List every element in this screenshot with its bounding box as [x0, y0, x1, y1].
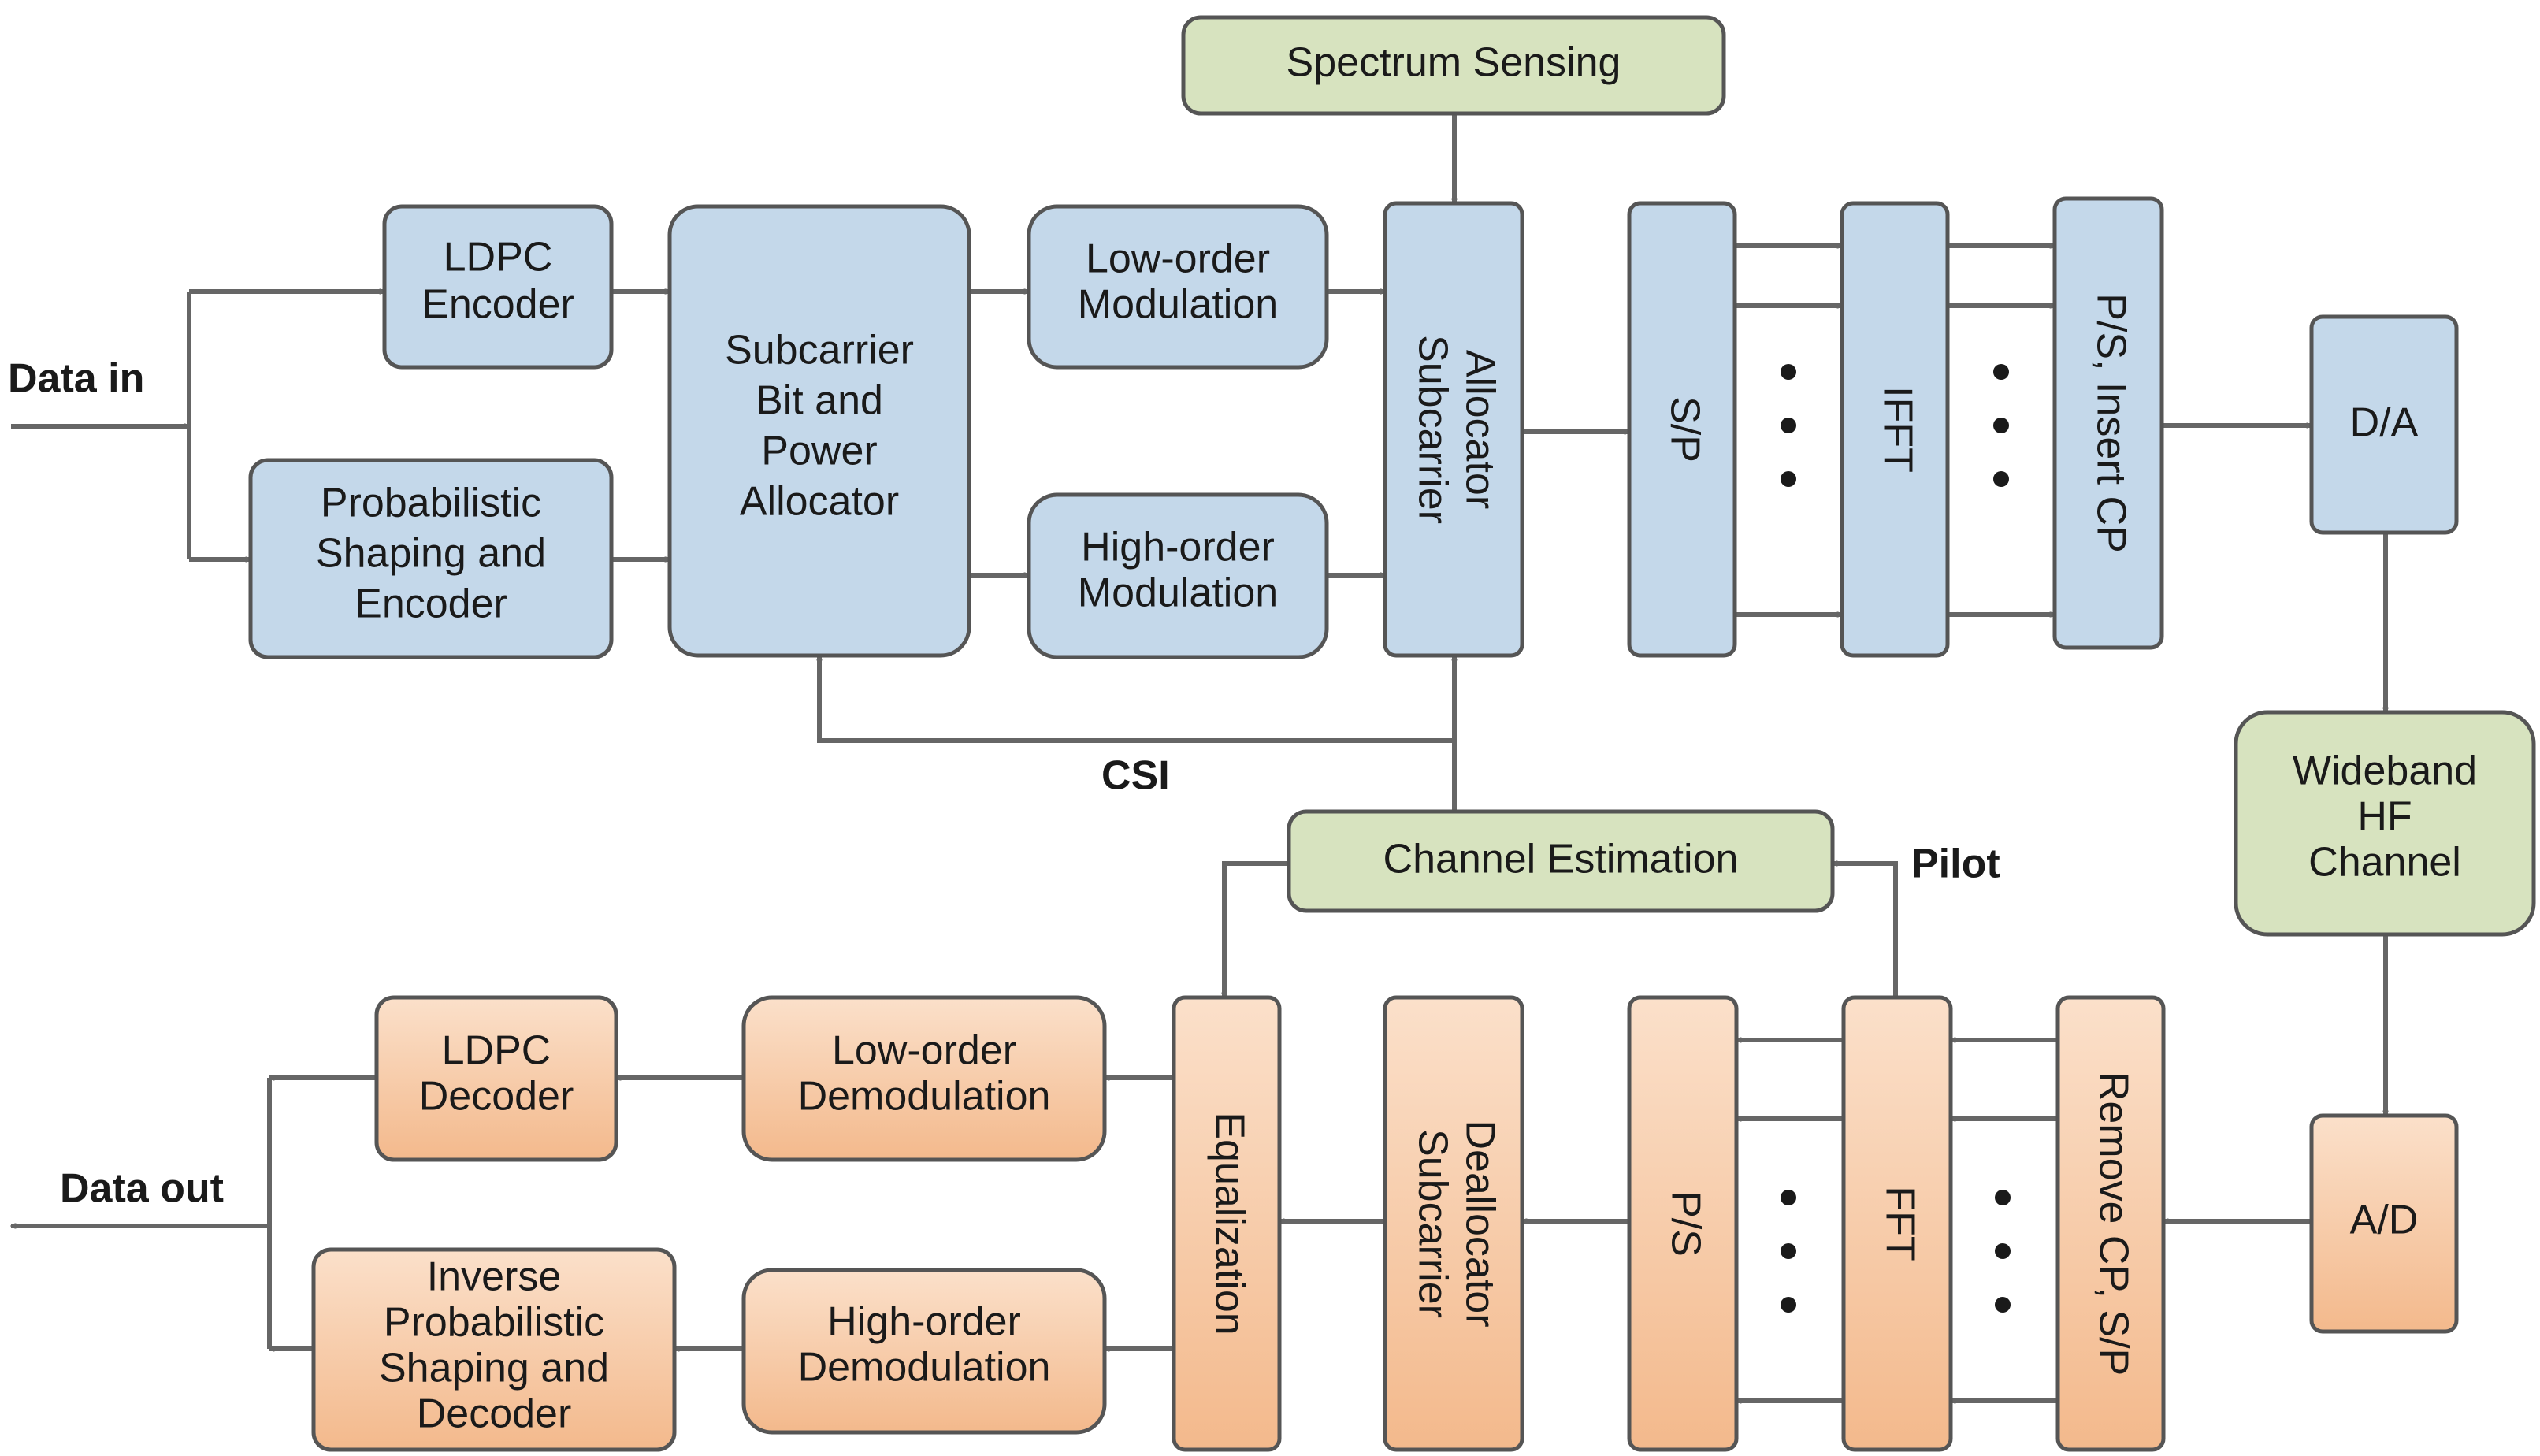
- high-demod-label-2: Demodulation: [798, 1345, 1051, 1391]
- ips-decoder-label-3: Shaping and: [379, 1346, 609, 1391]
- sc-alloc-label-2: Allocator: [1457, 350, 1502, 509]
- low-order-demodulation-block: Low-order Demodulation: [741, 995, 1107, 1162]
- high-order-demodulation-block: High-order Demodulation: [741, 1268, 1107, 1435]
- channel-estimation-label: Channel Estimation: [1383, 837, 1739, 882]
- ips-decoder-block: Inverse Probabilistic Shaping and Decode…: [311, 1247, 677, 1452]
- dot-tx-b1: [1993, 364, 2009, 380]
- ldpc-decoder-label-2: Decoder: [419, 1074, 574, 1120]
- data-in-label: Data in: [8, 356, 144, 402]
- high-mod-label-1: High-order: [1081, 525, 1275, 570]
- remove-cp-sp-block: Remove CP, S/P: [2055, 995, 2166, 1452]
- equalization-label: Equalization: [1206, 1112, 1252, 1335]
- ps-encoder-label-3: Encoder: [355, 581, 507, 627]
- dot-tx-a1: [1781, 364, 1796, 380]
- high-mod-label-2: Modulation: [1078, 570, 1278, 616]
- high-demod-label-1: High-order: [827, 1299, 1021, 1345]
- hf-channel-label-3: Channel: [2308, 840, 2461, 886]
- pilot-label: Pilot: [1911, 841, 2000, 887]
- bit-power-allocator-label-1: Subcarrier: [725, 328, 914, 373]
- hf-channel-label-2: HF: [2357, 794, 2412, 840]
- dot-tx-b2: [1993, 418, 2009, 433]
- dot-tx-b3: [1993, 471, 2009, 487]
- bit-power-allocator-block: Subcarrier Bit and Power Allocator: [667, 204, 971, 658]
- remove-cp-sp-label: Remove CP, S/P: [2090, 1072, 2136, 1376]
- csi-label: CSI: [1101, 753, 1170, 799]
- bit-power-allocator-label-2: Bit and: [756, 378, 883, 424]
- sc-dealloc-label-2: Deallocator: [1457, 1120, 1502, 1327]
- bit-power-allocator-label-4: Allocator: [740, 479, 899, 525]
- arrow-csi-to-allocator: [819, 656, 1457, 812]
- ps-encoder-label-2: Shaping and: [316, 531, 546, 577]
- ldpc-decoder-label-1: LDPC: [442, 1028, 551, 1074]
- dot-rx-a1: [1781, 1190, 1796, 1205]
- low-order-modulation-block: Low-order Modulation: [1027, 204, 1329, 370]
- ips-decoder-label-2: Probabilistic: [384, 1300, 604, 1346]
- dot-rx-b1: [1995, 1190, 2011, 1205]
- sc-alloc-label-1: Subcarrier: [1409, 335, 1455, 524]
- subcarrier-deallocator-block: Subcarrier Deallocator: [1383, 995, 1524, 1452]
- ad-label: A/D: [2350, 1198, 2419, 1243]
- low-demod-label-2: Demodulation: [798, 1074, 1051, 1120]
- spectrum-sensing-block: Spectrum Sensing: [1181, 15, 1726, 116]
- dot-tx-a3: [1781, 471, 1796, 487]
- ldpc-decoder-block: LDPC Decoder: [374, 995, 618, 1162]
- ips-decoder-label-4: Decoder: [417, 1391, 572, 1437]
- ips-decoder-label-1: Inverse: [427, 1254, 562, 1300]
- channel-estimation-block: Channel Estimation: [1287, 809, 1835, 913]
- bit-power-allocator-label-3: Power: [761, 429, 877, 474]
- fft-block: FFT: [1841, 995, 1953, 1452]
- ps-encoder-block: Probabilistic Shaping and Encoder: [248, 458, 614, 659]
- dot-tx-a2: [1781, 418, 1796, 433]
- spectrum-sensing-label: Spectrum Sensing: [1287, 40, 1621, 86]
- ad-block: A/D: [2309, 1113, 2459, 1334]
- data-out-label: Data out: [60, 1166, 224, 1212]
- ps-encoder-label-1: Probabilistic: [321, 481, 541, 526]
- dot-rx-b3: [1995, 1297, 2011, 1313]
- parallel-ellipsis-dots: [1781, 364, 2011, 1313]
- da-label: D/A: [2350, 400, 2419, 446]
- connections: [11, 113, 2386, 1401]
- ldpc-encoder-label-2: Encoder: [421, 282, 574, 328]
- ps-rx-block: P/S: [1627, 995, 1739, 1452]
- equalization-block: Equalization: [1172, 995, 1282, 1452]
- dot-rx-b2: [1995, 1243, 2011, 1259]
- hf-channel-block: Wideband HF Channel: [2234, 710, 2536, 937]
- sp-block: S/P: [1627, 201, 1737, 658]
- ldpc-encoder-block: LDPC Encoder: [382, 204, 614, 370]
- ps-rx-label: P/S: [1662, 1190, 1708, 1257]
- subcarrier-allocator-block: Subcarrier Allocator: [1383, 201, 1524, 658]
- sc-dealloc-label-1: Subcarrier: [1409, 1129, 1455, 1318]
- da-block: D/A: [2309, 314, 2459, 535]
- low-mod-label-2: Modulation: [1078, 282, 1278, 328]
- dot-rx-a2: [1781, 1243, 1796, 1259]
- high-order-modulation-block: High-order Modulation: [1027, 492, 1329, 659]
- ps-insert-cp-label: P/S, Insert CP: [2088, 293, 2133, 552]
- low-demod-label-1: Low-order: [832, 1028, 1016, 1074]
- ifft-block: IFFT: [1840, 201, 1950, 658]
- arrow-pilot-to-channel-estimation: [1833, 864, 1898, 997]
- dot-rx-a3: [1781, 1297, 1796, 1313]
- low-mod-label-1: Low-order: [1086, 236, 1270, 282]
- hf-channel-label-1: Wideband: [2293, 748, 2477, 794]
- ps-insert-cp-block: P/S, Insert CP: [2052, 196, 2164, 650]
- ifft-label: IFFT: [1874, 386, 1920, 473]
- ldpc-encoder-label-1: LDPC: [444, 235, 553, 280]
- fft-label: FFT: [1877, 1186, 1922, 1261]
- sp-label: S/P: [1662, 396, 1707, 462]
- arrow-chest-to-eq: [1224, 861, 1289, 997]
